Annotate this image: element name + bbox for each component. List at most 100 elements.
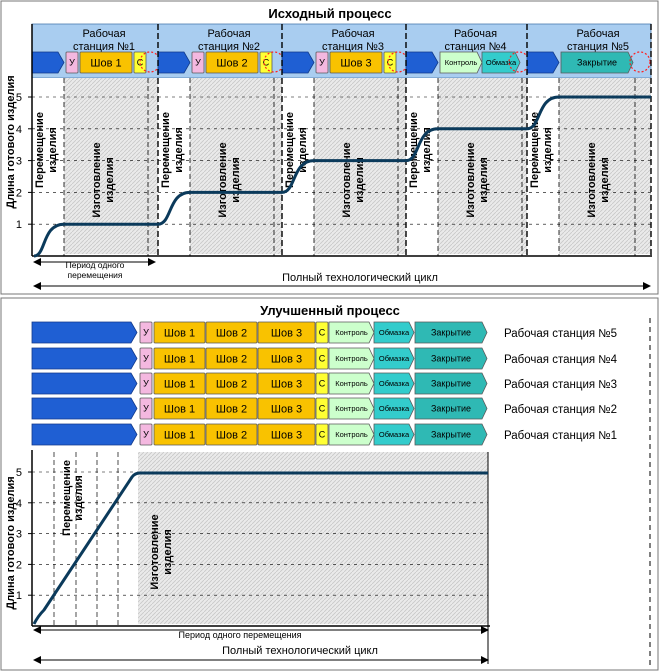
- bottom-title: Улучшенный процесс: [260, 303, 400, 318]
- top-u-op-1-label: У: [69, 58, 75, 68]
- bottom-weld1-op: Шов 1: [153, 321, 206, 344]
- bottom-weld3-op: Шов 3: [257, 347, 316, 370]
- top-period-label-line1: Период одного: [66, 260, 125, 270]
- bottom-wrap-op: Обмазка: [373, 397, 415, 420]
- top-weld-op-2-label: Шов 2: [216, 57, 247, 69]
- bottom-c-op-label: С: [319, 404, 326, 414]
- top-weld-op-3-label: Шов 3: [340, 57, 371, 69]
- bottom-tick-4: 4: [16, 498, 22, 510]
- bottom-wrap-op: Обмазка: [373, 423, 415, 446]
- top-station-label-4-line1: Рабочая: [454, 28, 497, 40]
- top-station-label-2-line2: станция №2: [198, 41, 260, 53]
- bottom-control-op-label: Контроль: [335, 354, 368, 363]
- bottom-weld1-op-label: Шов 1: [164, 403, 195, 415]
- top-weld-op-1: Шов 1: [79, 51, 133, 74]
- top-station-label-3-line2: станция №3: [322, 41, 384, 53]
- bottom-c-op-label: С: [319, 430, 326, 440]
- top-move-block-3: [281, 51, 315, 74]
- bottom-c-op-label: С: [319, 328, 326, 338]
- top-station-label-5-line1: Рабочая: [576, 28, 619, 40]
- bottom-row-label-2: Рабочая станция №2: [504, 404, 617, 416]
- bottom-cycle-label: Полный технологический цикл: [222, 645, 378, 657]
- top-tick-4: 4: [16, 124, 22, 136]
- bottom-close-op: Закрытие: [414, 347, 488, 370]
- bottom-control-op: Контроль: [328, 397, 375, 420]
- top-move-label-5-b: изделия: [542, 127, 554, 173]
- bottom-panel-border: [0, 297, 659, 671]
- top-move-zone: [158, 78, 190, 254]
- top-make-label-3-b: изделия: [354, 157, 366, 203]
- bottom-close-op: Закрытие: [414, 423, 488, 446]
- bottom-close-op-label: Закрытие: [431, 379, 471, 389]
- bottom-weld3-op-label: Шов 3: [271, 353, 302, 365]
- top-station-label-4-line2: станция №4: [445, 41, 507, 53]
- top-period-label-line2: перемещения: [67, 270, 122, 280]
- top-make-label-1-b: изделия: [104, 157, 116, 203]
- bottom-weld3-op: Шов 3: [257, 397, 316, 420]
- bottom-weld1-op: Шов 1: [153, 423, 206, 446]
- top-make-label-3-a: Изготовление: [341, 142, 353, 217]
- bottom-wrap-op: Обмазка: [373, 372, 415, 395]
- bottom-make-label-line2: изделия: [162, 529, 174, 575]
- bottom-control-op-label: Контроль: [335, 404, 368, 413]
- bottom-weld2-op: Шов 2: [205, 423, 258, 446]
- top-station-label-1-line2: станция №1: [73, 41, 135, 53]
- top-title: Исходный процесс: [268, 6, 391, 21]
- bottom-wrap-op-label: Обмазка: [379, 354, 410, 363]
- bottom-u-op-label: У: [143, 379, 149, 389]
- bottom-y-label: Длина готового изделия: [5, 476, 17, 609]
- bottom-close-op-label: Закрытие: [431, 404, 471, 414]
- bottom-weld1-op: Шов 1: [153, 347, 206, 370]
- top-wrap-op: Обмазка: [481, 51, 521, 74]
- bottom-weld3-op: Шов 3: [257, 372, 316, 395]
- top-y-label: Длина готового изделия: [5, 75, 17, 208]
- top-tick-2: 2: [16, 187, 22, 199]
- bottom-wrap-op: Обмазка: [373, 321, 415, 344]
- bottom-c-op-label: С: [319, 354, 326, 364]
- bottom-u-op-label: У: [143, 404, 149, 414]
- bottom-weld3-op: Шов 3: [257, 423, 316, 446]
- top-move-label-1-b: изделия: [47, 127, 59, 173]
- bottom-weld2-op-label: Шов 2: [216, 353, 247, 365]
- bottom-u-op: У: [139, 423, 153, 446]
- bottom-tick-3: 3: [16, 529, 22, 541]
- bottom-period-label: Период одного перемещения: [179, 630, 302, 640]
- top-move-zone: [406, 78, 438, 254]
- bottom-control-op: Контроль: [328, 423, 375, 446]
- bottom-progress-curve: [32, 471, 488, 625]
- top-u-op-3: У: [315, 51, 329, 74]
- top-panel-border: [0, 0, 659, 295]
- bottom-control-op-label: Контроль: [335, 379, 368, 388]
- bottom-u-op-label: У: [143, 328, 149, 338]
- bottom-weld3-op-label: Шов 3: [271, 327, 302, 339]
- top-c-op-2-label: С: [263, 58, 270, 68]
- bottom-weld3-op-label: Шов 3: [271, 403, 302, 415]
- top-c-op-1-label: С: [137, 58, 144, 68]
- bottom-weld3-op-label: Шов 3: [271, 378, 302, 390]
- bottom-u-op: У: [139, 397, 153, 420]
- bottom-tick-1: 1: [16, 590, 22, 602]
- bottom-row-label-1: Рабочая станция №1: [504, 430, 617, 442]
- original-process-panel: Исходный процесс Рабочая станция №1 У Шов 1…: [0, 0, 659, 295]
- bottom-move-block: [31, 347, 138, 370]
- top-make-label-5-a: Изготовление: [586, 142, 598, 217]
- top-weld-op-3: Шов 3: [329, 51, 383, 74]
- bottom-weld1-op-label: Шов 1: [164, 429, 195, 441]
- bottom-close-op-label: Закрытие: [431, 354, 471, 364]
- bottom-u-op-label: У: [143, 430, 149, 440]
- bottom-control-op: Контроль: [328, 347, 375, 370]
- top-u-op-1: У: [65, 51, 79, 74]
- top-station-label-2-line1: Рабочая: [207, 28, 250, 40]
- bottom-close-op: Закрытие: [414, 397, 488, 420]
- top-tick-3: 3: [16, 156, 22, 168]
- bottom-weld1-op: Шов 1: [153, 397, 206, 420]
- top-move-label-3-a: Перемещение: [284, 112, 296, 188]
